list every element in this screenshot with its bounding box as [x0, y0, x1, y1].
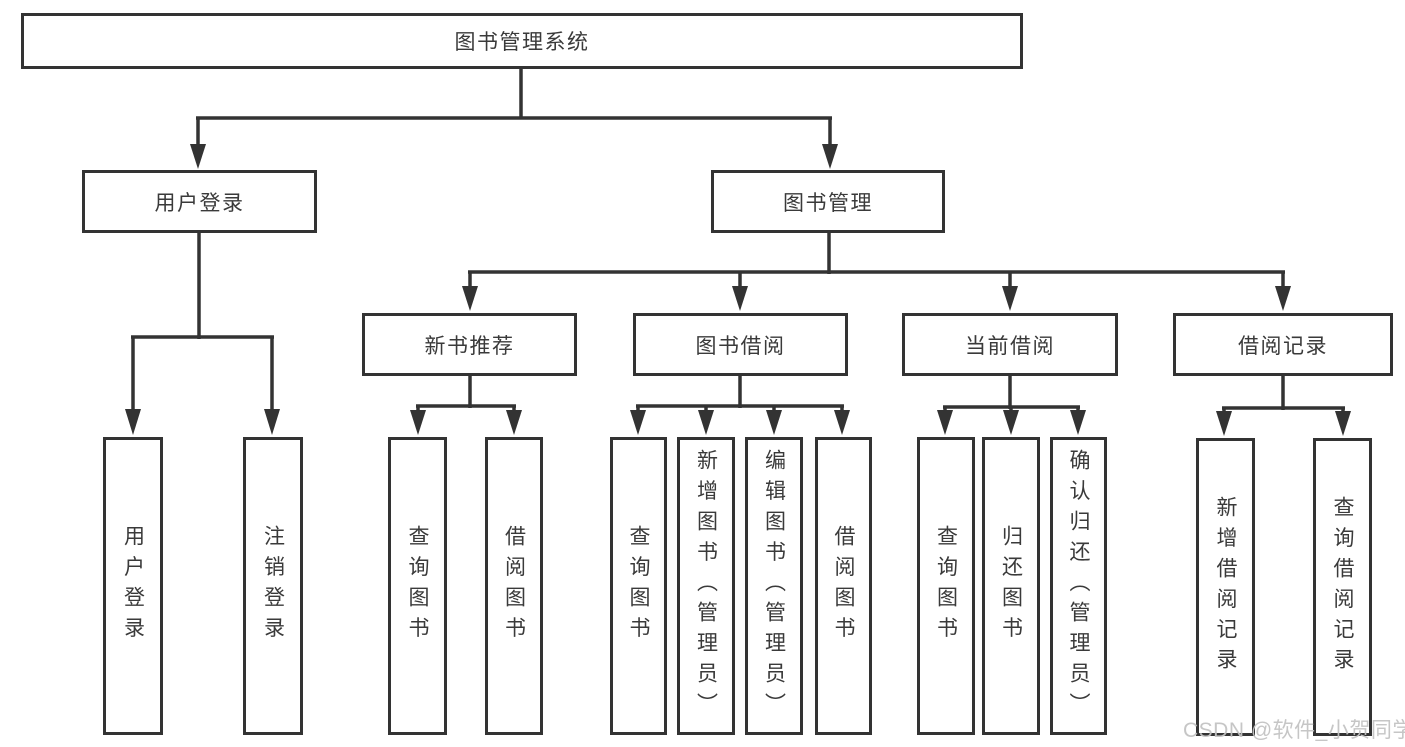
leaf-newbook-borrow-label: 借阅图书 — [502, 525, 526, 647]
leaf-borrow-query-label: 查询图书 — [627, 525, 650, 647]
leaf-logout: 注销登录 — [243, 437, 303, 735]
connector-new-book-subtree — [410, 376, 522, 435]
node-borrow-record: 借阅记录 — [1173, 313, 1393, 376]
node-root: 图书管理系统 — [21, 13, 1023, 69]
leaf-record-add: 新增借阅记录 — [1196, 438, 1255, 736]
connector-book-mgmt-to-level3 — [462, 233, 1291, 311]
leaf-borrow-borrow: 借阅图书 — [815, 437, 872, 735]
leaf-borrow-borrow-label: 借阅图书 — [832, 525, 855, 647]
leaf-user-login-label: 用户登录 — [121, 525, 145, 647]
node-borrow-record-label: 借阅记录 — [1238, 334, 1328, 358]
leaf-record-add-label: 新增借阅记录 — [1214, 495, 1237, 679]
leaf-borrow-add-label: 新增图书（管理员） — [694, 448, 718, 724]
node-new-book-rec: 新书推荐 — [362, 313, 577, 376]
node-user-login: 用户登录 — [82, 170, 317, 233]
node-book-borrow: 图书借阅 — [633, 313, 848, 376]
connector-user-login-subtree — [125, 233, 280, 435]
leaf-user-login: 用户登录 — [103, 437, 163, 735]
node-user-login-label: 用户登录 — [154, 191, 245, 215]
node-new-book-rec-label: 新书推荐 — [424, 334, 515, 358]
leaf-current-return-label: 归还图书 — [999, 525, 1023, 647]
node-book-mgmt-label: 图书管理 — [783, 191, 873, 215]
leaf-borrow-edit: 编辑图书（管理员） — [745, 437, 803, 735]
leaf-current-confirm: 确认归还（管理员） — [1050, 437, 1107, 735]
leaf-borrow-add: 新增图书（管理员） — [677, 437, 735, 735]
leaf-current-return: 归还图书 — [982, 437, 1040, 735]
connector-borrow-record-subtree — [1216, 376, 1351, 436]
leaf-record-query-label: 查询借阅记录 — [1331, 495, 1354, 679]
node-book-mgmt: 图书管理 — [711, 170, 945, 233]
leaf-borrow-query: 查询图书 — [610, 437, 667, 735]
connector-root-to-level2 — [190, 68, 838, 169]
leaf-current-query-label: 查询图书 — [934, 525, 958, 647]
leaf-current-query: 查询图书 — [917, 437, 975, 735]
leaf-logout-label: 注销登录 — [261, 525, 285, 647]
node-current-borrow: 当前借阅 — [902, 313, 1118, 376]
leaf-newbook-query-label: 查询图书 — [406, 525, 429, 647]
leaf-newbook-borrow: 借阅图书 — [485, 437, 543, 735]
node-root-label: 图书管理系统 — [454, 31, 590, 54]
node-current-borrow-label: 当前借阅 — [965, 334, 1055, 358]
node-book-borrow-label: 图书借阅 — [695, 334, 786, 358]
leaf-record-query: 查询借阅记录 — [1313, 438, 1372, 736]
connector-current-borrow-subtree — [937, 376, 1086, 435]
connector-book-borrow-subtree — [630, 376, 850, 435]
leaf-current-confirm-label: 确认归还（管理员） — [1067, 448, 1090, 724]
csdn-watermark: CSDN @软件_小贺同学 — [1183, 719, 1405, 742]
leaf-newbook-query: 查询图书 — [388, 437, 447, 735]
leaf-borrow-edit-label: 编辑图书（管理员） — [762, 448, 786, 724]
